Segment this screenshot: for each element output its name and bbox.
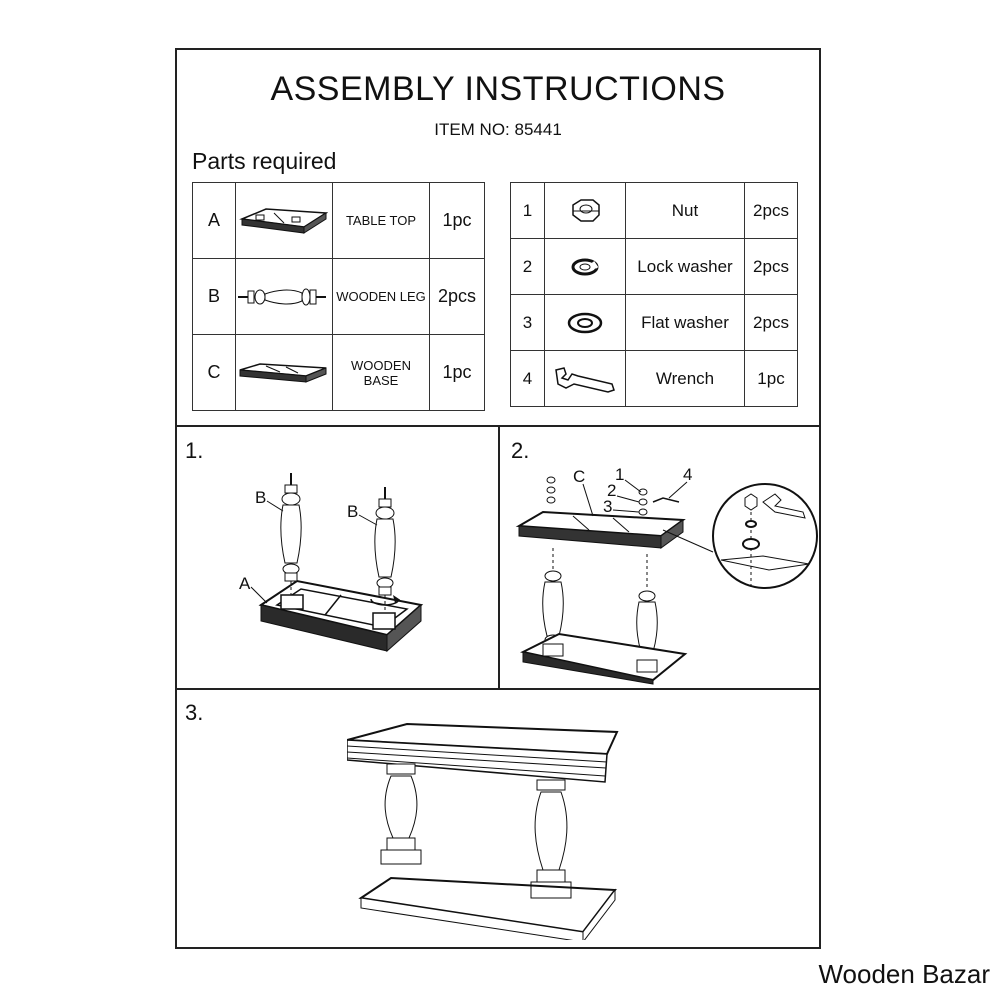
part-number: 2	[510, 238, 545, 295]
table-row: C WOODEN BASE 1pc	[192, 334, 485, 411]
table-row: 1 Nut 2pcs	[510, 182, 798, 239]
table-row: 3 Flat washer 2pcs	[510, 294, 798, 351]
callout-4: 4	[683, 465, 692, 484]
callout-1: 1	[615, 465, 624, 484]
callout-c: C	[573, 467, 585, 486]
callout-a: A	[239, 574, 251, 593]
step-3-label: 3.	[185, 700, 204, 725]
divider	[177, 688, 819, 690]
part-qty: 1pc	[429, 334, 485, 411]
part-name: WOODEN BASE	[332, 334, 430, 411]
step-1-label: 1.	[185, 438, 204, 463]
part-qty: 2pcs	[429, 258, 485, 335]
parts-table-hardware: 1 Nut 2pcs 2 Lock washer 2pcs	[510, 182, 798, 407]
step-1-diagram: B B A	[237, 445, 487, 685]
parts-heading: Parts required	[192, 148, 337, 174]
part-number: 3	[510, 294, 545, 351]
callout-2: 2	[607, 481, 616, 500]
part-qty: 2pcs	[744, 182, 798, 239]
parts-table-main: A TABLE TOP 1pc B	[192, 182, 485, 411]
lock-washer-icon	[544, 238, 626, 295]
brand-label: Wooden Bazar	[818, 959, 990, 989]
divider	[498, 425, 500, 689]
flat-washer-icon	[544, 294, 626, 351]
table-row: B WOODEN LEG 2pcs	[192, 258, 485, 335]
part-qty: 1pc	[744, 350, 798, 407]
part-name: WOODEN LEG	[332, 258, 430, 335]
callout-b: B	[255, 488, 266, 507]
table-row: A TABLE TOP 1pc	[192, 182, 485, 259]
part-letter: C	[192, 334, 236, 411]
part-letter: A	[192, 182, 236, 259]
step-2-label: 2.	[511, 438, 530, 463]
table-row: 4 Wrench 1pc	[510, 350, 798, 407]
item-number: ITEM NO: 85441	[434, 120, 562, 139]
part-name: Wrench	[625, 350, 745, 407]
table-top-icon	[235, 182, 333, 259]
step-2-diagram: C 1 2 3 4	[513, 440, 818, 685]
wooden-base-icon	[235, 334, 333, 411]
part-number: 1	[510, 182, 545, 239]
part-qty: 1pc	[429, 182, 485, 259]
part-name: TABLE TOP	[332, 182, 430, 259]
part-name: Lock washer	[625, 238, 745, 295]
wrench-icon	[544, 350, 626, 407]
part-name: Nut	[625, 182, 745, 239]
callout-b: B	[347, 502, 358, 521]
document-title: ASSEMBLY INSTRUCTIONS	[270, 70, 726, 108]
callout-3: 3	[603, 497, 612, 516]
step-3-diagram	[347, 710, 647, 940]
table-row: 2 Lock washer 2pcs	[510, 238, 798, 295]
part-name: Flat washer	[625, 294, 745, 351]
instruction-sheet: ASSEMBLY INSTRUCTIONS ITEM NO: 85441 Par…	[175, 48, 821, 949]
part-letter: B	[192, 258, 236, 335]
part-number: 4	[510, 350, 545, 407]
part-qty: 2pcs	[744, 238, 798, 295]
nut-icon	[544, 182, 626, 239]
wooden-leg-icon	[235, 258, 333, 335]
part-qty: 2pcs	[744, 294, 798, 351]
